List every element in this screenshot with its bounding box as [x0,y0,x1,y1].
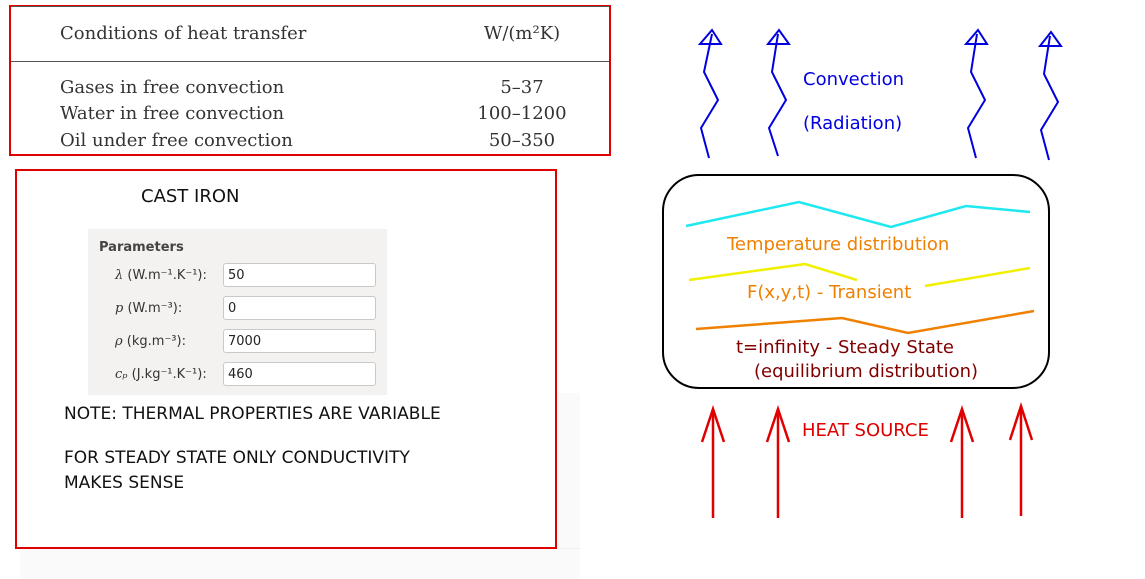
table-row-condition: Oil under free convection [60,130,293,151]
density-input[interactable] [223,329,376,353]
material-title: CAST IRON [141,186,240,207]
heat-transfer-table: Conditions of heat transfer W/(m²K) Gase… [9,5,611,156]
equilibrium-label: (equilibrium distribution) [754,361,979,382]
table-row-condition: Water in free convection [60,103,285,124]
param-label-density: ρ (kg.m⁻³): [115,334,186,349]
table-top-rule [11,6,609,7]
note-variable-properties: NOTE: THERMAL PROPERTIES ARE VARIABLE [64,404,441,424]
convection-arrow [765,28,791,157]
param-label-specific-heat: cₚ (J.kg⁻¹.K⁻¹): [115,367,207,382]
heat-source-arrow [700,405,726,518]
param-symbol: λ [115,268,124,283]
param-label-heat-source: p (W.m⁻³): [115,301,182,316]
heat-source-input[interactable] [223,296,376,320]
table-row-value: 5–37 [500,77,544,98]
heat-source-label: HEAT SOURCE [802,420,929,441]
convection-arrow [1037,30,1063,161]
table-row-value: 100–1200 [477,103,567,124]
param-symbol: ρ [115,334,123,349]
convection-arrow [697,28,723,159]
temperature-line-middle-right [924,266,1031,288]
radiation-label: (Radiation) [803,113,903,134]
param-symbol: p [115,301,124,316]
table-header-condition: Conditions of heat transfer [60,23,307,44]
param-unit: (W.m⁻³): [127,301,183,316]
parameters-heading: Parameters [99,240,184,255]
note-makes-sense: MAKES SENSE [64,473,185,493]
table-header-rule [11,61,609,62]
note-steady-state: FOR STEADY STATE ONLY CONDUCTIVITY [64,448,410,468]
temperature-line-middle [688,262,858,282]
body-outline [662,174,1050,389]
heat-source-arrow [949,405,975,518]
table-row-condition: Gases in free convection [60,77,285,98]
convection-arrow [963,28,989,159]
temperature-line-bottom [695,309,1035,335]
specific-heat-input[interactable] [223,362,376,386]
param-symbol: cₚ [115,367,128,382]
steady-state-label: t=infinity - Steady State [736,337,954,358]
table-header-unit: W/(m²K) [483,23,561,44]
param-unit: (kg.m⁻³): [126,334,186,349]
temperature-distribution-label: Temperature distribution [727,234,950,255]
table-row-value: 50–350 [488,130,556,151]
parameters-form: Parameters λ (W.m⁻¹.K⁻¹): p (W.m⁻³): ρ (… [88,229,387,395]
param-unit: (W.m⁻¹.K⁻¹): [127,268,207,283]
param-unit: (J.kg⁻¹.K⁻¹): [131,367,207,382]
heat-source-arrow [1008,401,1034,516]
convection-label: Convection [803,69,905,90]
transient-label: F(x,y,t) - Transient [747,282,912,303]
heat-source-arrow [765,405,791,518]
background-panel-edge [555,393,580,578]
conductivity-input[interactable] [223,263,376,287]
material-panel [15,169,557,549]
param-label-conductivity: λ (W.m⁻¹.K⁻¹): [115,268,207,283]
temperature-line-top [685,200,1031,229]
